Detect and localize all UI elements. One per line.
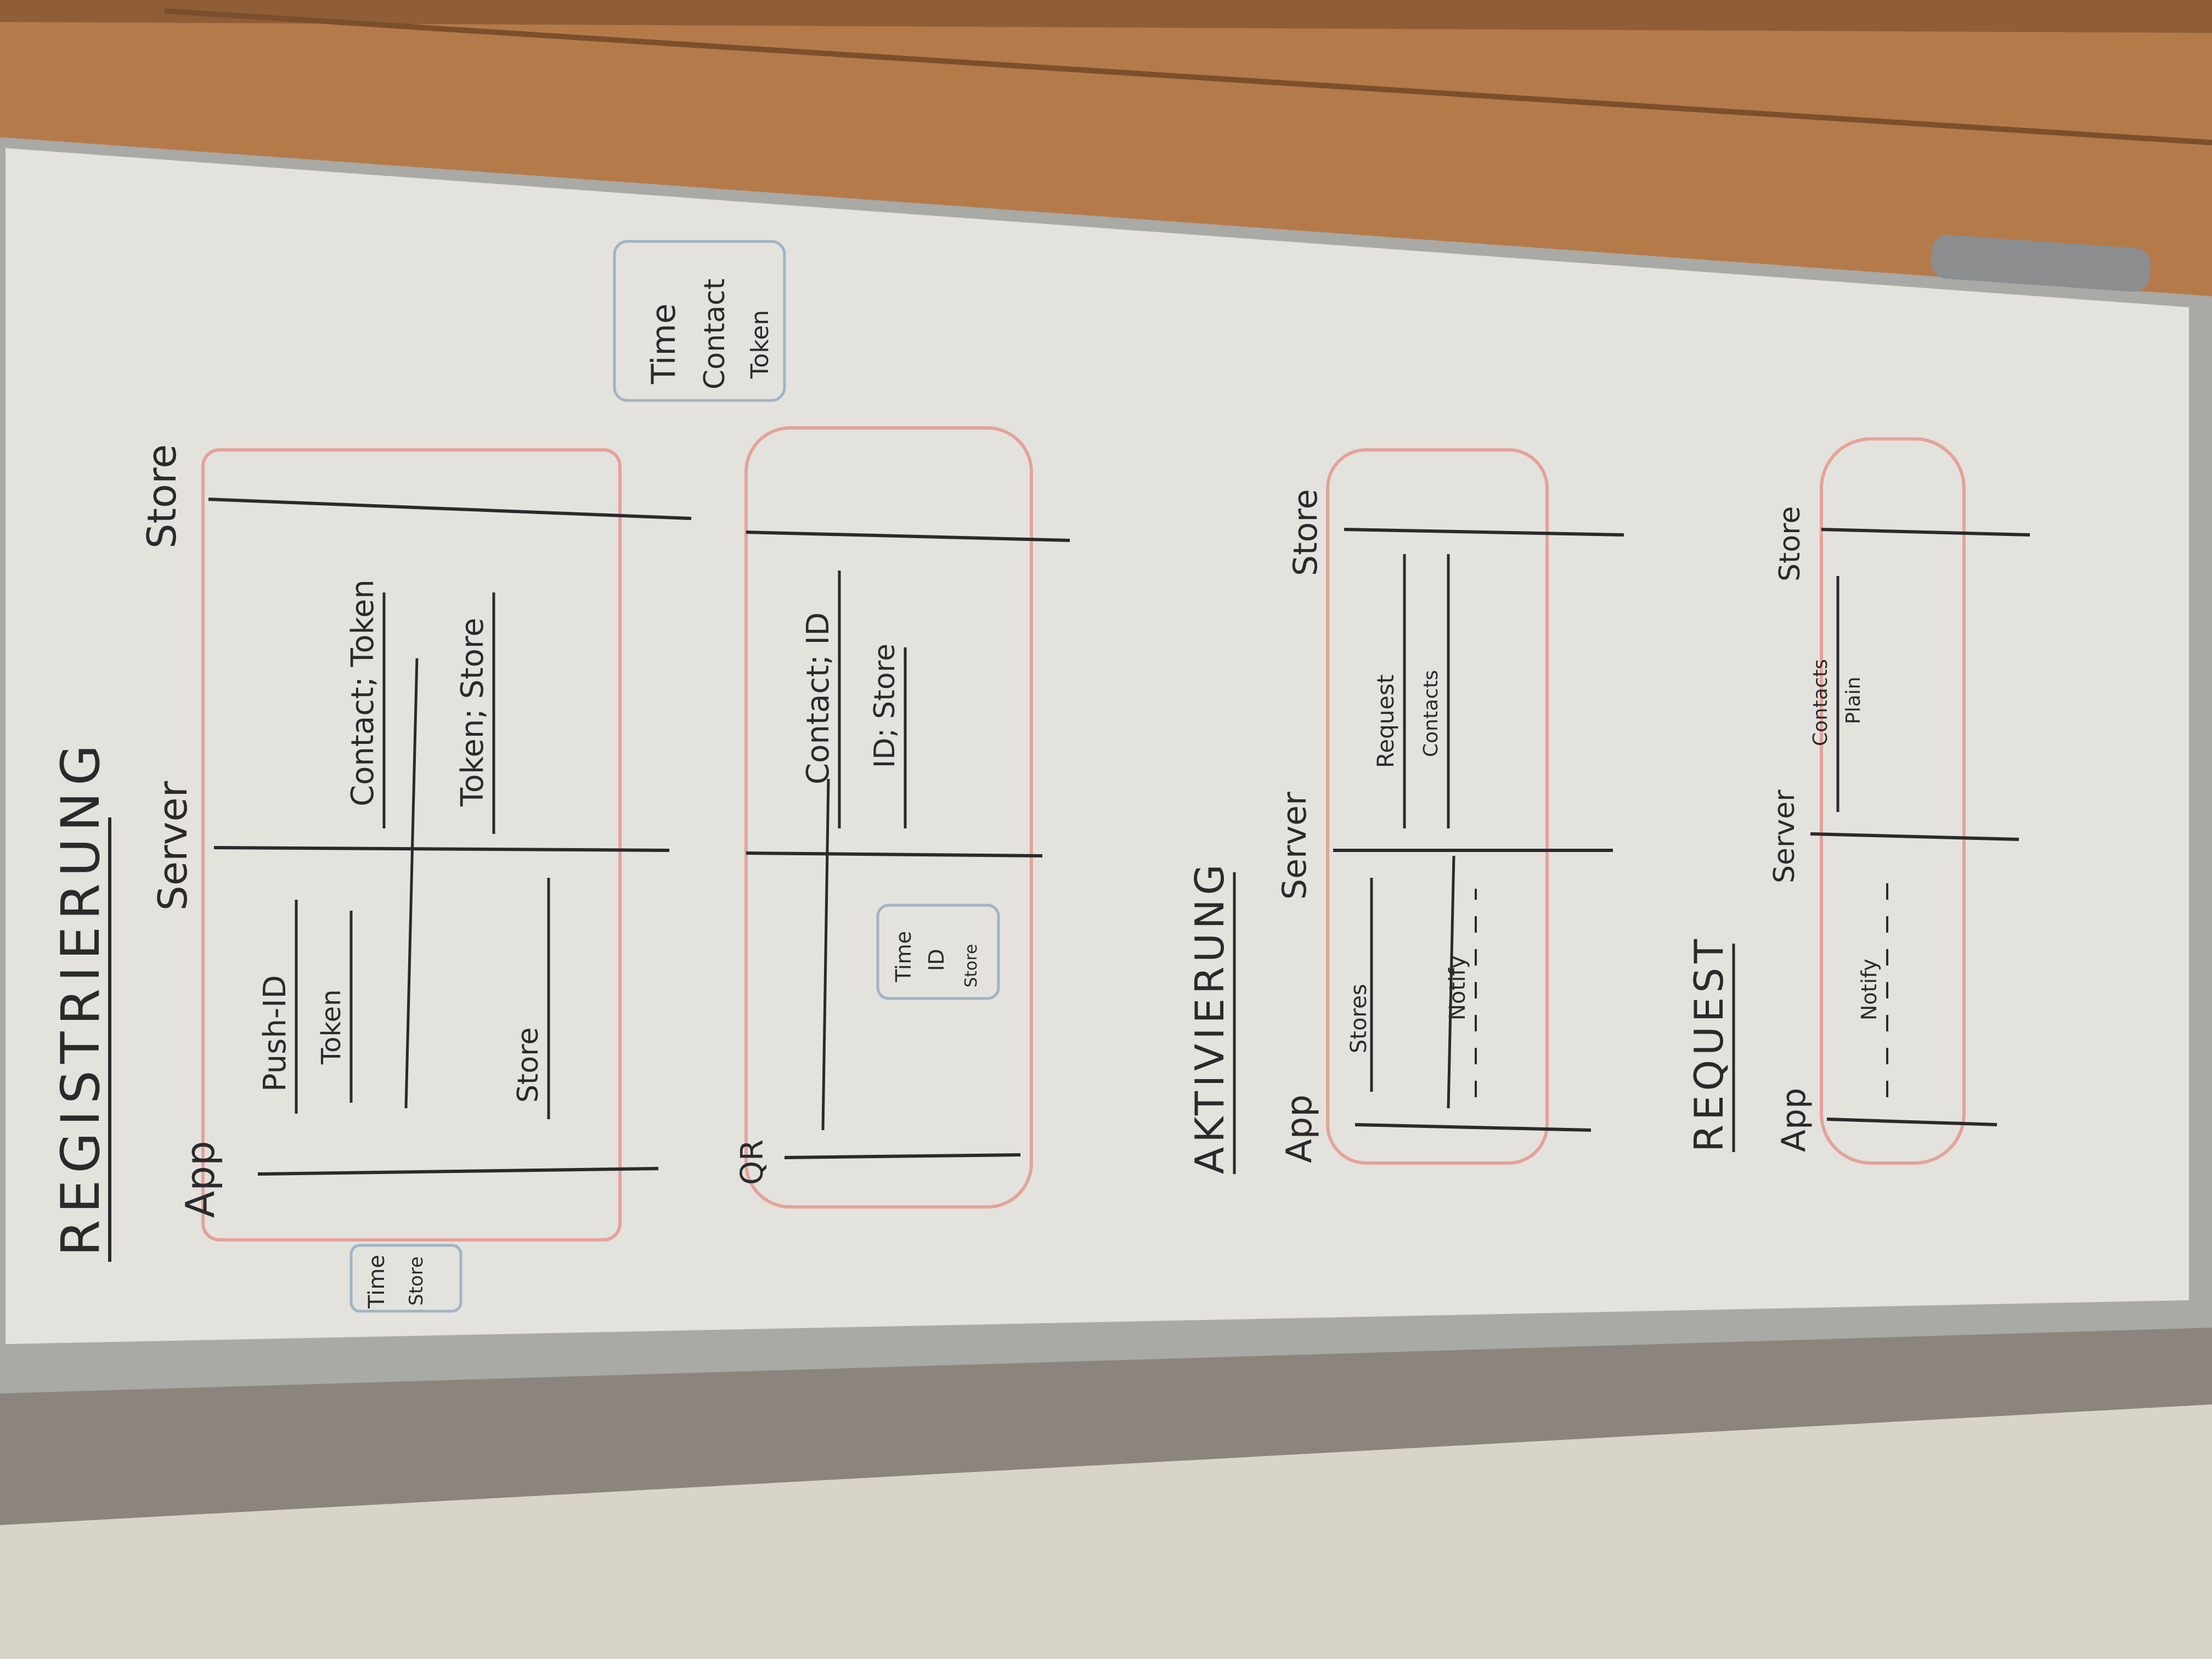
section-registrierung: REGISTRIERUNG App Server Store Push-ID T… [50, 444, 692, 1313]
message-label: Push-ID [257, 975, 293, 1092]
database-icon [876, 904, 1000, 1000]
db-field: Time [645, 303, 683, 385]
message-label: Request [1372, 674, 1399, 768]
lifeline-store [208, 498, 692, 520]
mid-divider [821, 778, 830, 1131]
frame-aktivierung [1326, 448, 1549, 1165]
lane-label-store: Store [1774, 506, 1807, 582]
section-title: REQUEST [1686, 935, 1732, 1152]
lane-label-store: Store [139, 444, 185, 549]
db-field: Time [364, 1255, 390, 1309]
wood-shadow [0, 0, 2212, 33]
lane-label-app: App [1775, 1088, 1813, 1152]
lane-label-server: Server [150, 781, 196, 911]
board-handle [1931, 235, 2151, 292]
section-aktivierung: AKTIVIERUNG App Server Store Stores Noti… [1187, 448, 1624, 1174]
message-label: Contacts [1809, 659, 1832, 746]
message-label: Plain [1842, 676, 1865, 724]
lifeline-server [213, 846, 670, 852]
db-field: ID [924, 949, 949, 971]
message-label: Stores [1346, 984, 1372, 1053]
lifeline-app [257, 1167, 659, 1176]
lifeline-server [746, 851, 1043, 857]
frame-request [1820, 437, 1966, 1165]
frame-registrierung [201, 448, 622, 1242]
db-field: Store [405, 1256, 427, 1306]
lane-label-store: Store [1286, 489, 1325, 576]
lifeline-qr [784, 1153, 1021, 1159]
db-field: Store [962, 944, 981, 988]
message-label: Token; Store [455, 618, 490, 807]
database-icon [613, 240, 786, 402]
lifeline-app [1355, 1123, 1592, 1132]
message-label: ID; Store [868, 644, 901, 768]
lane-label-server: Server [1276, 792, 1314, 900]
lifeline-app [1826, 1118, 1997, 1126]
message-label: Notify [1857, 959, 1881, 1020]
db-field: Time [891, 931, 916, 983]
section-request: REQUEST App Server Store Notify Contacts… [1686, 437, 2030, 1165]
message-label: Store [512, 1028, 545, 1103]
lane-label-app: App [1279, 1094, 1320, 1163]
lane-label-qr: QR [735, 1139, 770, 1185]
db-field: Token [746, 310, 774, 379]
database-icon [349, 1244, 462, 1313]
message-label: Contact; ID [800, 612, 836, 785]
lifeline-store [746, 531, 1070, 542]
mid-divider [404, 658, 419, 1109]
message-label: Notify [1445, 956, 1470, 1020]
lifeline-server [1810, 832, 2019, 841]
message-label: Token [316, 989, 347, 1065]
wood-seam [164, 8, 2212, 145]
db-field: Contact [698, 279, 731, 390]
frame-qr [744, 426, 1033, 1209]
section-qr: QR Contact; ID ID; Store Time ID Store T… [613, 240, 1070, 1209]
lane-label-app: App [177, 1141, 223, 1218]
lane-label-server: Server [1768, 789, 1801, 883]
section-title: AKTIVIERUNG [1187, 860, 1233, 1174]
message-label: Contact; Token [345, 579, 381, 806]
mid-divider [1447, 855, 1455, 1109]
message-label: Contacts [1420, 670, 1442, 757]
section-title: REGISTRIERUNG [50, 738, 111, 1256]
lifeline-store [1344, 528, 1624, 537]
lifeline-store [1821, 528, 2030, 537]
whiteboard [5, 148, 2189, 1344]
